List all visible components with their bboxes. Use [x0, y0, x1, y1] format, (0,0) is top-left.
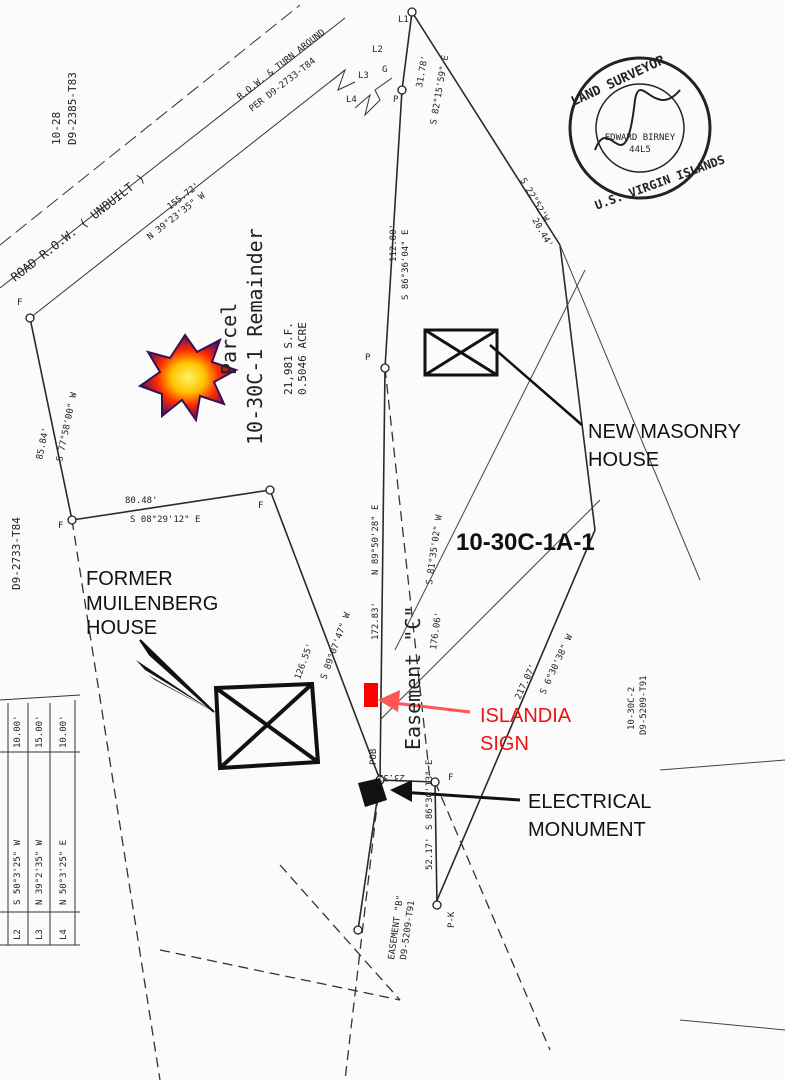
point-label-f3: F: [258, 501, 263, 511]
table-row2-bearing: N 39°2'35" W: [35, 839, 45, 905]
table-row3-bearing: N 50°3'25" E: [59, 840, 69, 905]
former-house-label-1: FORMER: [86, 568, 173, 590]
bearing-b6b: S 82°15'59" E: [429, 54, 451, 125]
islandia-sign-marker: [364, 683, 378, 707]
seal-number: 44L5: [629, 145, 651, 155]
point-p: [380, 363, 390, 373]
electrical-monument-marker: [358, 778, 387, 807]
right-ref-1: 10-30C-2: [627, 687, 637, 730]
point-p2: [397, 85, 407, 95]
point-f2: [67, 515, 77, 525]
point-label-p: P: [365, 353, 371, 363]
point-label-f2: F: [58, 521, 63, 531]
bearing-b5: 112.80': [389, 224, 399, 262]
electrical-label-2: MONUMENT: [528, 819, 646, 841]
point-f4: [430, 777, 440, 787]
right-lines: [379, 244, 785, 1031]
road-row-label: ROAD R.O.W. ( UNBUILT ): [8, 171, 148, 284]
point-l1: [407, 7, 417, 17]
table-row3-dist: 10.00': [59, 715, 69, 748]
point-label-l4: L4: [346, 95, 357, 105]
bearing-b3b: S 08°29'12" E: [130, 515, 200, 525]
new-house-label-1: NEW MASONRY: [588, 421, 741, 443]
new-masonry-house: [423, 328, 499, 377]
electrical-label-1: ELECTRICAL: [528, 791, 651, 813]
point-label-pob: POB: [369, 749, 379, 765]
islandia-sign-label-1: ISLANDIA: [480, 705, 572, 727]
bearing-b8: 176.06': [429, 611, 444, 650]
parcel-area-acre: 0.5046 ACRE: [296, 322, 309, 395]
point-label-f4: F: [448, 773, 453, 783]
bearing-b4b: S 89°07'47" W: [319, 611, 353, 681]
bearing-b9: 217.07': [514, 663, 539, 702]
table-row1-dist: 10.00': [13, 715, 23, 748]
easement-c-label: Easement "C": [401, 606, 425, 751]
point-label-l2: L2: [372, 45, 383, 55]
former-muilenberg-house: [213, 681, 321, 771]
bearing-b11b: S 86°30'13" E: [425, 760, 435, 830]
point-label-pk: P-K: [447, 911, 457, 928]
point-label-l1: L1: [398, 15, 409, 25]
bearing-b7: 172.83': [371, 602, 381, 640]
ref-left-vertical: D9-2733-T84: [10, 517, 23, 590]
bearing-b7b: N 89°50'28" E: [371, 505, 381, 575]
easement-lines: [71, 367, 551, 1080]
parcel-main-label: 10-30C-1A-1: [456, 529, 595, 556]
bearing-b3: 80.48': [125, 496, 158, 506]
table-row1-id: L2: [13, 929, 23, 940]
point-label-g: G: [382, 65, 387, 75]
annotation-arrows: [136, 344, 583, 802]
point-easement: [353, 925, 363, 935]
point-f1: [25, 313, 35, 323]
road-row-lines: [0, 4, 393, 319]
bearing-b4: 126.55': [293, 642, 315, 681]
bearing-b11: 52.17': [425, 837, 435, 870]
line-table: [0, 694, 81, 946]
point-pk: [432, 900, 442, 910]
former-house-label-3: HOUSE: [86, 617, 157, 639]
bearing-b10b: S 22°52'W: [517, 177, 550, 225]
bearing-b6: 31.78': [415, 55, 430, 89]
bearing-b9b: S 6°30'38" W: [539, 633, 576, 697]
point-label-f1: F: [17, 298, 22, 308]
table-row1-bearing: S 50°3'25" W: [13, 839, 23, 905]
bearing-b2b: S 77°58'00" W: [55, 391, 80, 463]
point-label-p2: P: [393, 95, 399, 105]
starburst-icon: [137, 333, 239, 423]
bearing-b8b: S 81°35'02" W: [425, 514, 445, 586]
ref-top-left-2: D9-2385-T83: [66, 72, 79, 145]
surveyor-seal: [568, 56, 712, 200]
table-row2-id: L3: [35, 929, 45, 940]
seal-bottom-text: U.S. VIRGIN ISLANDS: [593, 152, 727, 212]
survey-points: [25, 7, 442, 935]
right-ref-2: D9-5209-T91: [639, 675, 649, 735]
bearing-b12: 23.32': [372, 772, 405, 782]
parcel-area-sf: 21,981 S.F.: [282, 322, 295, 395]
parcel-remainder-line2: 10-30C-1 Remainder: [243, 228, 267, 445]
table-row3-id: L4: [59, 929, 69, 940]
new-house-label-2: HOUSE: [588, 449, 659, 471]
islandia-sign-label-2: SIGN: [480, 733, 529, 755]
table-row2-dist: 15.00': [35, 715, 45, 748]
seal-name: EDWARD BIRNEY: [605, 133, 676, 143]
point-label-l3: L3: [358, 71, 369, 81]
bearing-b5b: S 86°36'04" E: [401, 230, 411, 300]
point-f3: [265, 485, 275, 495]
former-house-label-2: MUILENBERG: [86, 593, 218, 615]
bearing-b2: 85.84': [35, 427, 52, 461]
ref-top-left-1: 10-28: [50, 112, 63, 145]
parcel-remainder-line1: Parcel: [217, 303, 241, 375]
